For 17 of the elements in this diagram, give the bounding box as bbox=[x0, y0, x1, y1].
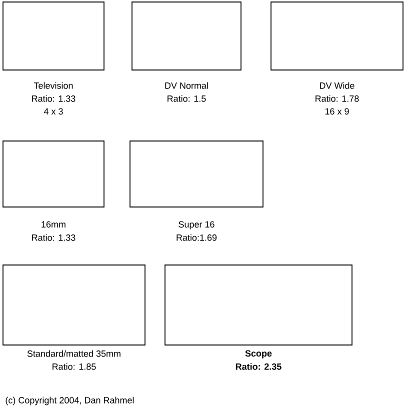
caption-text: Scope bbox=[245, 350, 272, 358]
caption-text: Ratio: 1.5 bbox=[168, 95, 206, 102]
caption-text: 4 x 3 bbox=[44, 108, 63, 115]
caption-text: Ratio: 1.33 bbox=[32, 95, 76, 102]
caption-text: Ratio:1.69 bbox=[176, 234, 217, 241]
caption-text: 16mm bbox=[42, 221, 66, 228]
caption-text: Ratio: 1.85 bbox=[52, 363, 96, 370]
caption-text: Super 16 bbox=[178, 221, 214, 230]
caption-text: Ratio: 2.35 bbox=[236, 363, 282, 370]
copyright-text: (c) Copyright 2004, Dan Rahmel bbox=[6, 396, 134, 406]
caption-text: Standard/matted 35mm bbox=[27, 350, 120, 357]
caption-text: 16 x 9 bbox=[325, 108, 349, 115]
caption-text: Ratio: 1.33 bbox=[32, 234, 76, 241]
caption-text: DV Wide bbox=[320, 82, 354, 89]
caption-text: DV Normal bbox=[165, 82, 208, 89]
caption-text: Television bbox=[34, 82, 73, 89]
caption-text: Ratio: 1.78 bbox=[316, 95, 359, 102]
